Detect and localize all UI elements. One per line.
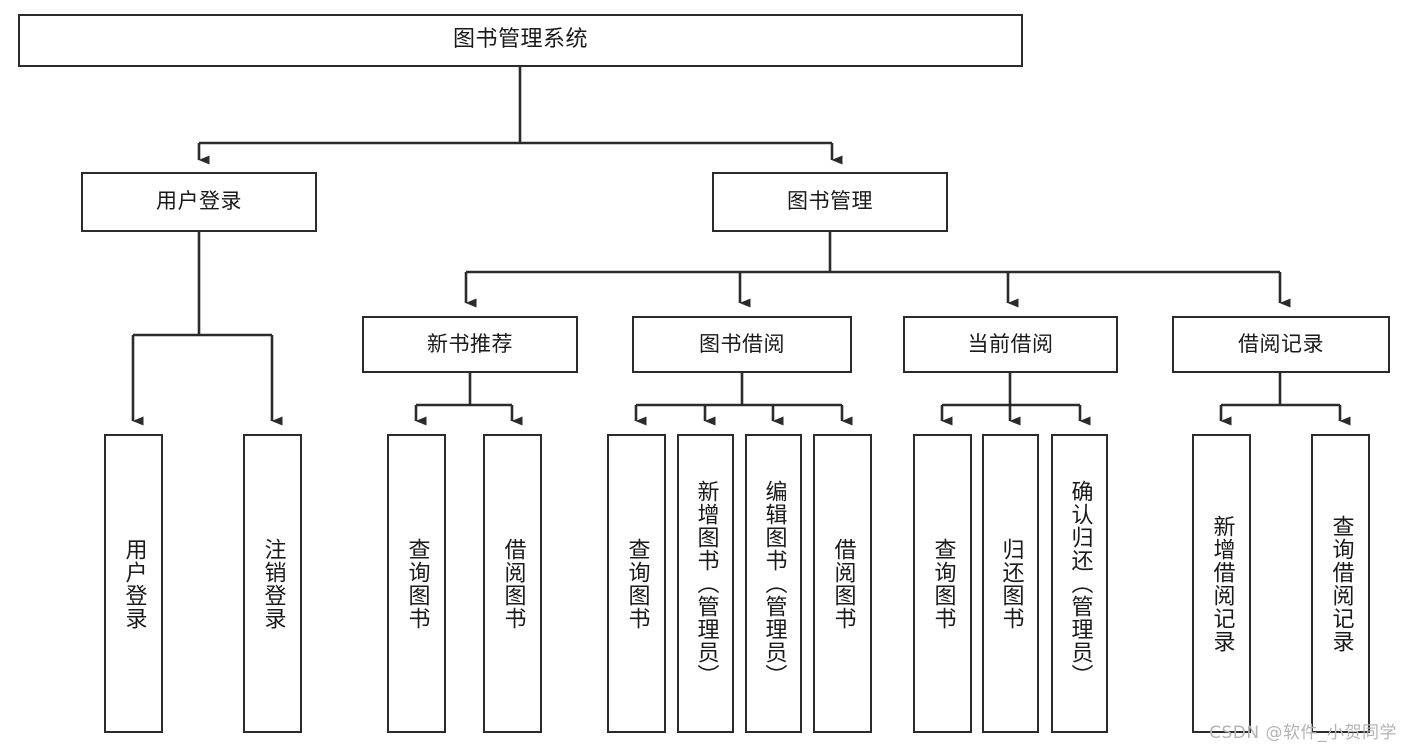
- leaf-query-book-current[interactable]: 查询图书: [913, 434, 972, 733]
- node-label: 用户登录: [121, 537, 147, 630]
- node-label: 查询借阅记录: [1328, 514, 1354, 653]
- leaf-borrow-book-new-rec[interactable]: 借阅图书: [483, 434, 542, 733]
- node-label: 编辑图书（管理员）: [761, 480, 787, 687]
- leaf-user-logout[interactable]: 注销登录: [243, 434, 302, 733]
- node-label: 新书推荐: [427, 331, 513, 356]
- node-label: 当前借阅: [967, 331, 1054, 356]
- node-label: 借阅记录: [1238, 331, 1324, 356]
- leaf-add-borrow-record[interactable]: 新增借阅记录: [1192, 434, 1251, 733]
- leaf-query-borrow-record[interactable]: 查询借阅记录: [1311, 434, 1370, 733]
- node-book-borrow[interactable]: 图书借阅: [632, 316, 852, 373]
- node-label: 查询图书: [404, 537, 430, 630]
- node-current-borrow[interactable]: 当前借阅: [903, 316, 1118, 373]
- leaf-query-book-borrow[interactable]: 查询图书: [607, 434, 666, 733]
- node-label: 确认归还（管理员）: [1067, 480, 1093, 687]
- leaf-return-book[interactable]: 归还图书: [982, 434, 1039, 733]
- node-label: 图书管理系统: [452, 27, 588, 53]
- node-root-system[interactable]: 图书管理系统: [18, 14, 1023, 67]
- leaf-borrow-book-borrow[interactable]: 借阅图书: [813, 434, 872, 733]
- node-label: 新增借阅记录: [1209, 514, 1235, 653]
- leaf-edit-book[interactable]: 编辑图书（管理员）: [745, 434, 802, 733]
- node-borrow-record[interactable]: 借阅记录: [1172, 316, 1390, 373]
- leaf-confirm-return[interactable]: 确认归还（管理员）: [1051, 434, 1108, 733]
- node-label: 借阅图书: [500, 537, 526, 630]
- node-label: 注销登录: [260, 537, 286, 630]
- node-user-login[interactable]: 用户登录: [81, 172, 317, 232]
- leaf-user-login[interactable]: 用户登录: [104, 434, 163, 733]
- node-label: 借阅图书: [830, 537, 856, 630]
- node-label: 查询图书: [930, 537, 956, 630]
- csdn-watermark: CSDN @软件_小贺同学: [1209, 723, 1397, 743]
- node-new-book-rec[interactable]: 新书推荐: [362, 316, 578, 373]
- node-book-manage[interactable]: 图书管理: [712, 172, 948, 232]
- node-label: 归还图书: [998, 537, 1024, 630]
- node-label: 图书管理: [787, 189, 873, 214]
- leaf-add-book[interactable]: 新增图书（管理员）: [677, 434, 734, 733]
- node-label: 新增图书（管理员）: [693, 480, 719, 687]
- leaf-query-book-new-rec[interactable]: 查询图书: [387, 434, 446, 733]
- node-label: 查询图书: [624, 537, 650, 630]
- node-label: 用户登录: [156, 189, 242, 214]
- node-label: 图书借阅: [699, 331, 785, 356]
